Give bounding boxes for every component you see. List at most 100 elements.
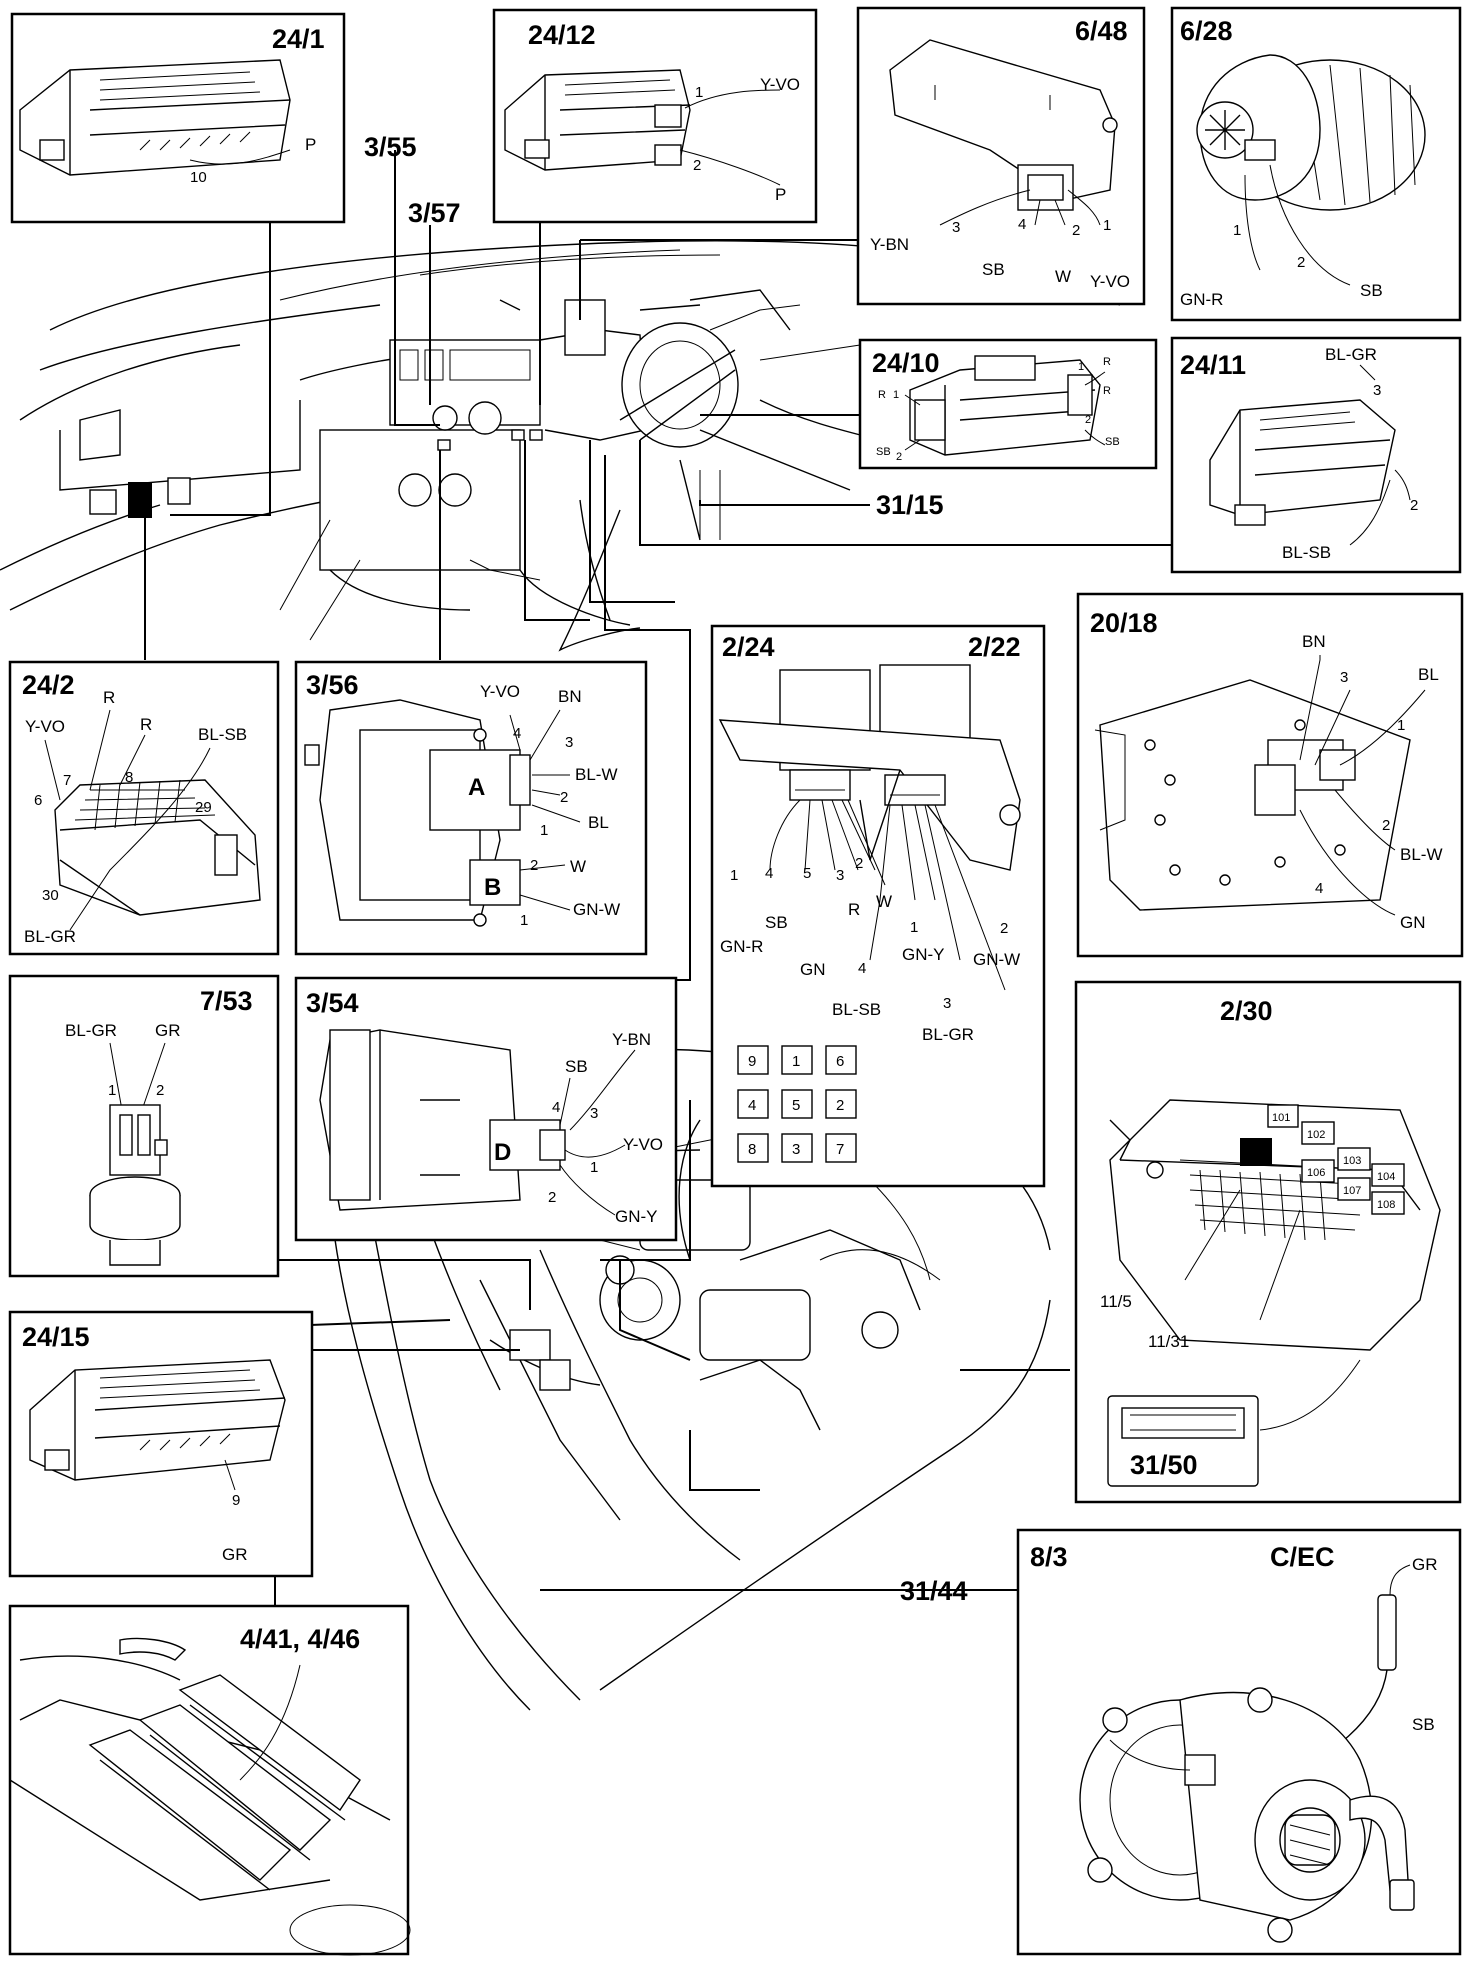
wire-label: Y-BN <box>870 235 909 254</box>
panel-7-53: 7/53 BL-GR GR 1 2 <box>8 974 280 1278</box>
wire-label: 2 <box>1297 254 1305 271</box>
connector-24-15 <box>29 1359 286 1481</box>
control-units-4-41 <box>9 1637 411 1956</box>
wire-label: 2 <box>530 857 538 874</box>
wire-label: 3 <box>952 219 960 236</box>
pin-grid-cell: 8 <box>748 1141 756 1158</box>
wire-label: 107 <box>1343 1185 1361 1197</box>
wire-label: 2 <box>1382 817 1390 834</box>
wire-label: 30 <box>42 887 59 904</box>
wire-label: GN-W <box>573 900 620 919</box>
wire-label: 108 <box>1377 1199 1395 1211</box>
wire-label: 1 <box>590 1159 598 1176</box>
pressure-switch-7-53 <box>89 1104 181 1266</box>
wire-label: A <box>468 774 485 801</box>
wire-label: 1 <box>1397 717 1405 734</box>
panel-3-56-title: 3/56 <box>306 670 359 700</box>
relay-bracket-2-24 <box>718 664 1021 871</box>
wire-label: 3 <box>1340 669 1348 686</box>
panel-24-2-title: 24/2 <box>22 670 75 700</box>
pin-grid-cell: 7 <box>836 1141 844 1158</box>
pin-grid-cell: 5 <box>792 1097 800 1114</box>
wire-label: 9 <box>232 1492 240 1509</box>
wire-label: GN <box>1400 913 1426 932</box>
wire-label: BL-GR <box>1325 345 1377 364</box>
wire-label: GR <box>155 1021 181 1040</box>
wire-label: 1 <box>1233 222 1241 239</box>
wire-label: GN-Y <box>902 945 945 964</box>
wire-label: BL-GR <box>922 1025 974 1044</box>
wire-label: BL-SB <box>1282 543 1331 562</box>
wire-label: BL-GR <box>24 927 76 946</box>
resistor-plate-20-18 <box>1094 679 1411 911</box>
wire-label: B <box>484 874 501 901</box>
wire-label: 1 <box>1103 217 1111 234</box>
panel-20-18: 20/18 BN 3 BL 1 2 BL-W 4 GN <box>1076 592 1464 958</box>
wire-label: BL-W <box>1400 845 1443 864</box>
connector-24-1 <box>19 59 291 176</box>
wire-label: 2 <box>855 855 863 872</box>
wire-label: SB <box>565 1057 588 1076</box>
panel-20-18-title: 20/18 <box>1090 608 1158 638</box>
wire-label: 2 <box>1000 920 1008 937</box>
wire-label: 5 <box>803 865 811 882</box>
wire-label: 1 <box>520 912 528 929</box>
callouts: 3/55 3/57 31/15 31/44 <box>364 132 968 1606</box>
callout-3-55: 3/55 <box>364 132 417 162</box>
wire-label: R <box>1103 356 1111 368</box>
callout-31-15: 31/15 <box>876 490 944 520</box>
wire-label: 1 <box>540 822 548 839</box>
wire-label: Y-BN <box>612 1030 651 1049</box>
pin-grid: 9 1 6 4 5 2 8 3 7 <box>737 1045 857 1163</box>
wire-label: W <box>570 857 586 876</box>
panel-2-24: 2/24 2/22 1 4 5 3 2 SB GN-R GN R W 1 GN-… <box>710 624 1046 1188</box>
wire-label: GN-W <box>973 950 1020 969</box>
connector-24-2 <box>54 779 261 916</box>
wire-label: 2 <box>896 451 902 463</box>
panel-4-41: 4/41, 4/46 <box>8 1604 411 1956</box>
dashboard-sketch <box>0 240 1121 652</box>
wire-label: 1 <box>730 867 738 884</box>
wire-label: 10 <box>190 169 207 186</box>
wire-label: SB <box>1412 1715 1435 1734</box>
wire-label: 2 <box>156 1082 164 1099</box>
wire-label: BN <box>558 687 582 706</box>
wire-label: 4 <box>552 1099 560 1116</box>
compressor-8-3 <box>1079 1669 1415 1943</box>
wire-label: BL-SB <box>832 1000 881 1019</box>
wire-label: Y-VO <box>1090 272 1130 291</box>
panel-8-3: 8/3 C/EC GR SB <box>1016 1528 1462 1956</box>
panel-2-30: 2/30 101 102 103 104 106 107 108 1 <box>1074 980 1462 1504</box>
wire-label: GN-Y <box>615 1207 658 1226</box>
wire-label: 1 <box>695 84 703 101</box>
wire-label: 3 <box>590 1105 598 1122</box>
wire-label: D <box>494 1139 511 1166</box>
wire-label: Y-VO <box>480 682 520 701</box>
panel-7-53-title: 7/53 <box>200 986 253 1016</box>
callout-31-44: 31/44 <box>900 1576 968 1606</box>
wire-label: 2 <box>1410 497 1418 514</box>
pin-grid-cell: 9 <box>748 1053 756 1070</box>
wire-label: 3 <box>836 867 844 884</box>
wire-label: 3 <box>943 995 951 1012</box>
wire-label: 11/5 <box>1100 1292 1132 1311</box>
wire-label: 103 <box>1343 1155 1361 1167</box>
panel-24-12-title: 24/12 <box>528 20 596 50</box>
wire-label: 2 <box>1072 222 1080 239</box>
wire-label: W <box>876 892 892 911</box>
sub-31-50-title: 31/50 <box>1130 1450 1198 1480</box>
wire-label: GN <box>800 960 826 979</box>
panel-24-11: 24/11 BL-GR 3 2 BL-SB <box>1170 336 1462 574</box>
wire-label: 1 <box>108 1082 116 1099</box>
wire-label: BL-W <box>575 765 618 784</box>
wire-label: Y-VO <box>25 717 65 736</box>
wire-label: Y-VO <box>760 75 800 94</box>
wire-label: 29 <box>195 799 212 816</box>
panel-24-2: 24/2 R Y-VO R BL-SB 7 8 6 29 30 BL-GR <box>8 660 280 956</box>
switch-3-54: D <box>319 1029 566 1211</box>
panel-2-24-title: 2/24 <box>722 632 775 662</box>
pin-grid-cell: 1 <box>792 1053 800 1070</box>
wire-label: BL-SB <box>198 725 247 744</box>
wire-label: 8 <box>125 769 133 786</box>
wire-label: 2 <box>693 157 701 174</box>
